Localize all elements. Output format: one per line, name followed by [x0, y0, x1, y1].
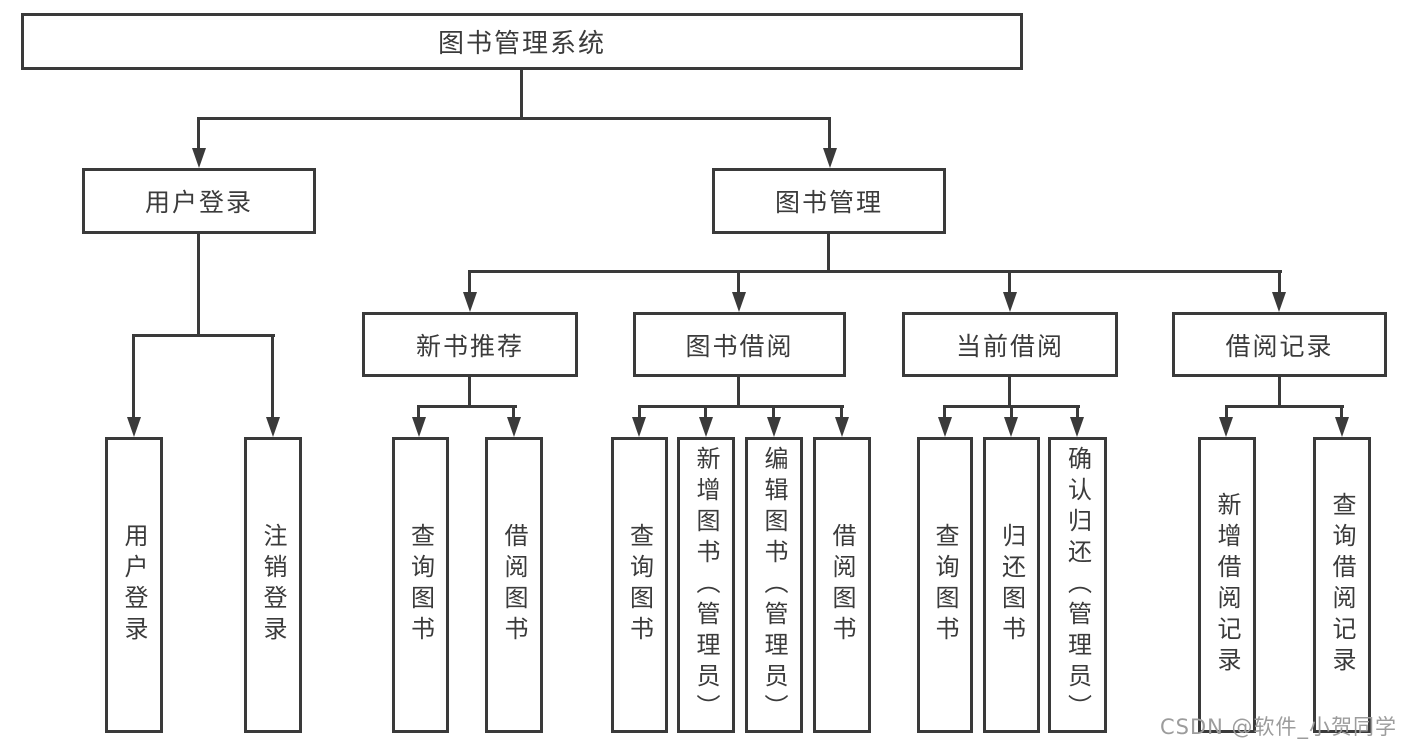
node-user-login: 用户登录: [82, 168, 316, 234]
node-borrowing-records: 借阅记录: [1172, 312, 1387, 377]
connector-segment: [520, 68, 523, 120]
connector-segment: [1076, 405, 1079, 417]
connector-segment: [1008, 377, 1011, 407]
connector-segment: [737, 273, 740, 292]
node-label: 当前借阅: [955, 331, 1064, 361]
connector-segment: [197, 120, 200, 149]
node-book-borrowing: 图书借阅: [633, 312, 846, 377]
node-label: 用户登录: [120, 523, 148, 647]
connector-segment: [132, 334, 275, 337]
arrowhead: [732, 292, 746, 312]
connector-segment: [1008, 273, 1011, 292]
node-leaf-query-books-3: 查询图书: [917, 437, 973, 733]
connector-segment: [828, 120, 831, 149]
arrowhead: [1003, 292, 1017, 312]
connector-segment: [1278, 273, 1281, 292]
connector-segment: [1010, 405, 1013, 417]
connector-segment: [772, 405, 775, 417]
connector-segment: [417, 405, 420, 417]
node-label: 用户登录: [144, 188, 253, 217]
node-label: 确认归还（管理员）: [1063, 445, 1092, 725]
connector-segment: [638, 405, 641, 417]
node-label: 图书借阅: [685, 331, 794, 361]
node-label: 新书推荐: [415, 331, 524, 361]
node-label: 查询借阅记录: [1328, 492, 1356, 678]
node-label: 图书管理: [774, 188, 883, 217]
node-label: 借阅记录: [1225, 331, 1334, 361]
arrowhead: [1272, 292, 1286, 312]
node-label: 归还图书: [997, 523, 1026, 647]
connector-segment: [1225, 405, 1344, 408]
connector-segment: [512, 405, 515, 417]
node-book-management: 图书管理: [712, 168, 946, 234]
connector-segment: [468, 273, 471, 292]
arrowhead: [823, 148, 837, 168]
connector-segment: [840, 405, 843, 417]
node-leaf-logout: 注销登录: [244, 437, 302, 733]
connector-segment: [704, 405, 707, 417]
node-label: 查询图书: [931, 523, 959, 647]
arrowhead: [266, 417, 280, 437]
connector-segment: [271, 337, 274, 417]
connector-segment: [197, 234, 200, 337]
arrowhead: [1335, 417, 1349, 437]
connector-segment: [417, 405, 517, 408]
arrowhead: [507, 417, 521, 437]
node-label: 借阅图书: [828, 523, 856, 647]
arrowhead: [192, 148, 206, 168]
connector-segment: [1340, 405, 1343, 417]
node-leaf-add-books-admin: 新增图书（管理员）: [677, 437, 735, 733]
csdn-watermark: CSDN @软件_小贺同学: [1160, 715, 1398, 739]
node-label: 图书管理系统: [437, 29, 606, 59]
node-leaf-query-books: 查询图书: [392, 437, 449, 733]
connector-segment: [943, 405, 946, 417]
node-leaf-borrow-books: 借阅图书: [485, 437, 543, 733]
connector-segment: [468, 270, 1282, 273]
node-library-management-system: 图书管理系统: [21, 13, 1023, 70]
node-label: 借阅图书: [500, 523, 528, 647]
node-label: 注销登录: [259, 523, 287, 647]
node-leaf-borrow-books-2: 借阅图书: [813, 437, 871, 733]
node-leaf-user-login: 用户登录: [105, 437, 163, 733]
connector-segment: [468, 377, 471, 408]
arrowhead: [938, 417, 952, 437]
arrowhead: [463, 292, 477, 312]
arrowhead: [767, 417, 781, 437]
node-leaf-return-books: 归还图书: [983, 437, 1040, 733]
node-leaf-query-books-2: 查询图书: [611, 437, 668, 733]
connector-segment: [1225, 405, 1228, 417]
arrowhead: [127, 417, 141, 437]
node-new-book-recommend: 新书推荐: [362, 312, 578, 377]
arrowhead: [1070, 417, 1084, 437]
node-label: 查询图书: [625, 523, 654, 647]
node-current-borrowing: 当前借阅: [902, 312, 1118, 377]
connector-segment: [197, 117, 831, 120]
arrowhead: [1004, 417, 1018, 437]
node-label: 查询图书: [406, 523, 435, 647]
connector-segment: [737, 377, 740, 407]
node-label: 编辑图书（管理员）: [760, 445, 788, 725]
node-leaf-confirm-return-admin: 确认归还（管理员）: [1048, 437, 1107, 733]
arrowhead: [632, 417, 646, 437]
node-label: 新增借阅记录: [1213, 492, 1241, 678]
node-leaf-query-borrow-record: 查询借阅记录: [1313, 437, 1371, 733]
connector-segment: [132, 337, 135, 417]
connector-segment: [827, 234, 830, 273]
arrowhead: [1219, 417, 1233, 437]
node-label: 新增图书（管理员）: [692, 445, 720, 725]
connector-segment: [1278, 377, 1281, 407]
connector-segment: [638, 405, 844, 408]
arrowhead: [699, 417, 713, 437]
node-leaf-edit-books-admin: 编辑图书（管理员）: [745, 437, 803, 733]
node-leaf-add-borrow-record: 新增借阅记录: [1198, 437, 1256, 733]
arrowhead: [412, 417, 426, 437]
arrowhead: [835, 417, 849, 437]
